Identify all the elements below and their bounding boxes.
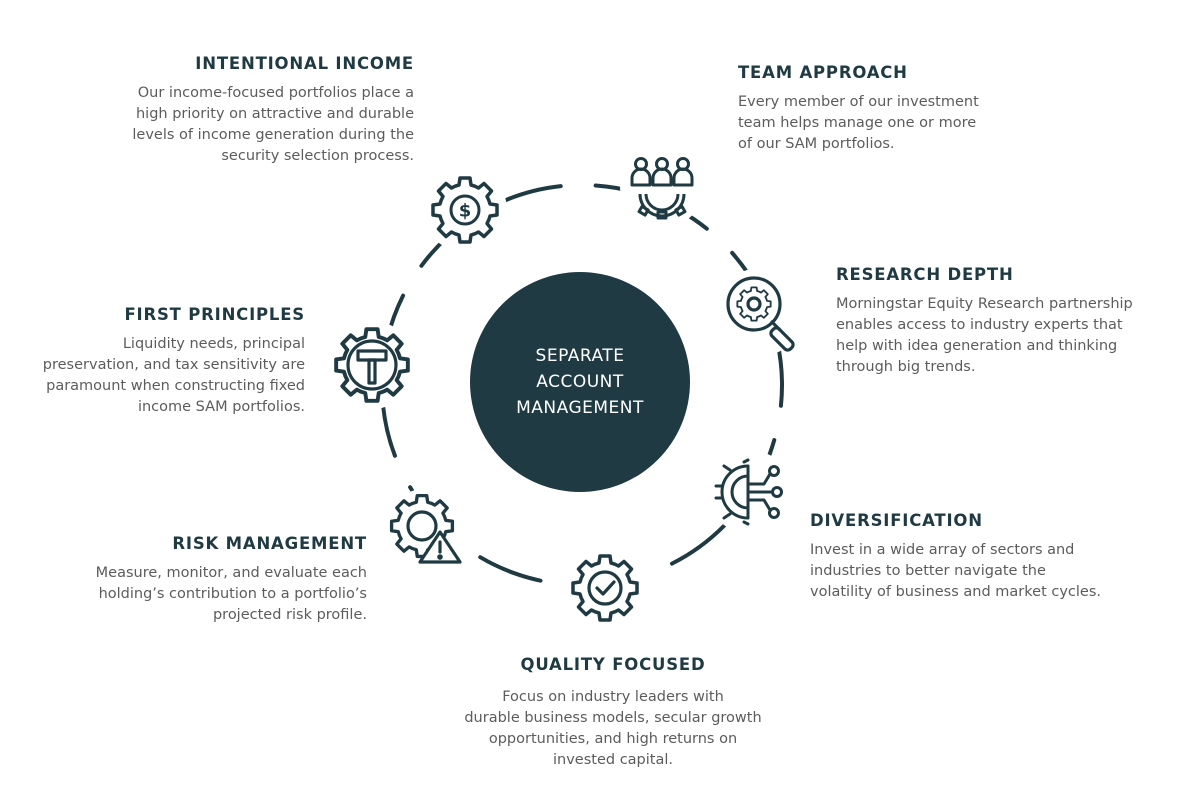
first-principles-block: FIRST PRINCIPLES Liquidity needs, princi… [5, 305, 305, 418]
first-principles-text: Liquidity needs, principal preservation,… [42, 336, 305, 415]
team-approach-text: Every member of our investment team help… [738, 94, 979, 152]
diversification-title: DIVERSIFICATION [810, 511, 983, 530]
quality-focused-title: QUALITY FOCUSED [520, 655, 706, 674]
diversification-text: Invest in a wide array of sectors and in… [810, 542, 1101, 600]
intentional-income-text: Our income-focused portfolios place a hi… [132, 85, 414, 164]
research-depth-title: RESEARCH DEPTH [836, 265, 1014, 284]
risk-management-text: Measure, monitor, and evaluate each hold… [95, 565, 367, 623]
first-principles-title: FIRST PRINCIPLES [124, 305, 305, 324]
network-gear-icon [714, 458, 783, 526]
intentional-income-block: INTENTIONAL INCOME Our income-focused po… [0, 54, 414, 167]
team-gear-icon [630, 157, 694, 220]
diversification-block: DIVERSIFICATION Invest in a wide array o… [810, 511, 1195, 603]
center-label: SEPARATE ACCOUNT MANAGEMENT [495, 343, 665, 421]
svg-text:$: $ [459, 201, 472, 222]
risk-management-title: RISK MANAGEMENT [172, 534, 367, 553]
intentional-income-title: INTENTIONAL INCOME [195, 54, 414, 73]
center-line-3: MANAGEMENT [516, 398, 644, 418]
center-line-1: SEPARATE [535, 346, 625, 366]
research-depth-block: RESEARCH DEPTH Morningstar Equity Resear… [836, 265, 1198, 378]
dollar-gear-icon: $ [431, 176, 499, 244]
research-depth-text: Morningstar Equity Research partnership … [836, 296, 1133, 375]
quality-focused-text: Focus on industry leaders with durable b… [464, 689, 762, 768]
team-approach-title: TEAM APPROACH [738, 63, 908, 82]
team-approach-block: TEAM APPROACH Every member of our invest… [738, 63, 1138, 155]
center-line-2: ACCOUNT [536, 372, 624, 392]
center-hub: SEPARATE ACCOUNT MANAGEMENT [470, 272, 690, 492]
warning-gear-icon [389, 493, 462, 564]
hammer-gear-icon [334, 327, 410, 403]
risk-management-block: RISK MANAGEMENT Measure, monitor, and ev… [5, 534, 367, 626]
check-gear-icon [571, 554, 639, 622]
quality-focused-block: QUALITY FOCUSED Focus on industry leader… [413, 655, 813, 771]
magnifier-gear-icon [726, 276, 795, 352]
